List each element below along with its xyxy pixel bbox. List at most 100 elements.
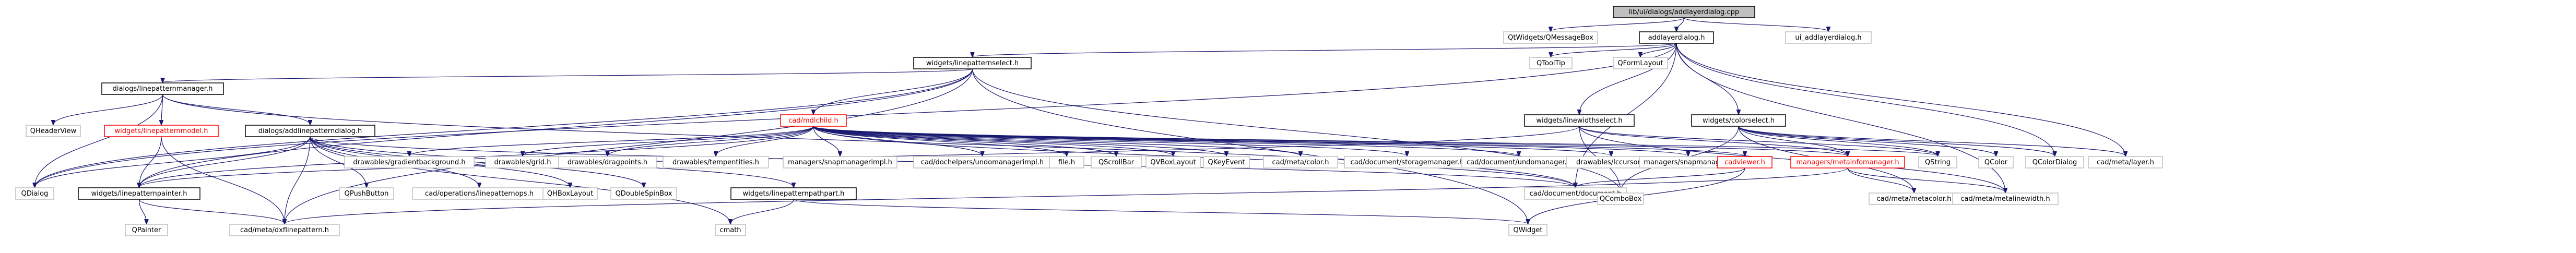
- node-qpushbutton[interactable]: QPushButton: [339, 187, 394, 200]
- node-snapimpl-h[interactable]: managers/snapmanagerimpl.h: [783, 156, 897, 168]
- edge-line: [813, 126, 1519, 156]
- node-label: QHeaderView: [30, 127, 77, 135]
- node-box: [15, 187, 54, 200]
- edge-line: [310, 136, 730, 224]
- node-storagemgr-h[interactable]: cad/document/storagemanager.h: [1344, 156, 1470, 168]
- node-metalayer-h[interactable]: cad/meta/layer.h: [2088, 156, 2163, 168]
- edge-line: [973, 43, 1677, 57]
- node-qformlayout[interactable]: QFormLayout: [1613, 57, 1668, 69]
- edge-cadviewer-h-to-document-h: [1576, 167, 1745, 187]
- node-qscrollbar[interactable]: QScrollBar: [1091, 156, 1142, 168]
- edge-line: [139, 68, 973, 187]
- node-label: QHBoxLayout: [547, 190, 593, 198]
- node-box: [344, 156, 475, 168]
- node-adddialog-h[interactable]: dialogs/addlinepatterndialog.h: [245, 125, 375, 137]
- edge-adddialog-h-to-cmath: [310, 136, 730, 224]
- node-qwidget[interactable]: QWidget: [1508, 224, 1547, 236]
- node-mdichild-h[interactable]: cad/mdichild.h: [780, 114, 847, 127]
- node-dragpoints-h[interactable]: drawables/dragpoints.h: [558, 156, 657, 168]
- node-undohelper-h[interactable]: cad/dochelpers/undomanagerimpl.h: [913, 156, 1051, 168]
- edge-line: [793, 199, 1528, 224]
- edge-lpmodel-h-to-lppainter-h: [139, 136, 162, 187]
- node-lpmodel-h[interactable]: widgets/linepatternmodel.h: [104, 125, 219, 137]
- node-box: [715, 224, 746, 236]
- node-addlayerdialog-h[interactable]: addlayerdialog.h: [1639, 31, 1714, 44]
- node-box: [1091, 156, 1142, 168]
- node-cadviewer-h[interactable]: cadviewer.h: [1717, 156, 1773, 168]
- node-box: [104, 125, 219, 137]
- node-box: [1952, 192, 2059, 205]
- node-qpainter[interactable]: QPainter: [125, 224, 168, 236]
- node-box: [1529, 57, 1573, 69]
- node-metalw-h[interactable]: cad/meta/metalinewidth.h: [1952, 192, 2059, 205]
- node-qcombobox[interactable]: QComboBox: [1597, 192, 1644, 205]
- node-gradbg-h[interactable]: drawables/gradientbackground.h: [344, 156, 475, 168]
- node-qcolor[interactable]: QColor: [1978, 156, 2014, 168]
- node-lwt-h[interactable]: widgets/linewidthselect.h: [1524, 114, 1635, 127]
- node-metacolor-h2[interactable]: cad/meta/metacolor.h: [1869, 192, 1959, 205]
- edge-metainfomgr-h-to-metalw-h: [1847, 167, 2005, 192]
- node-label: widgets/linepatternpainter.h: [91, 190, 187, 198]
- edge-mdichild-h-to-undomgr-h: [813, 126, 1519, 156]
- node-qkeyevent[interactable]: QKeyEvent: [1203, 156, 1250, 168]
- node-lppathpart-h[interactable]: widgets/linepatternpathpart.h: [730, 187, 857, 200]
- node-label: dialogs/linepatternmanager.h: [113, 85, 213, 93]
- edge-addlayerdialog-h-to-qtooltip: [1551, 43, 1677, 57]
- edge-line: [1640, 43, 1677, 57]
- edge-colorsel-h-to-qcolordialog: [1738, 126, 2055, 156]
- edge-lps-h-to-qwidget: [972, 68, 1528, 224]
- node-qhboxlayout[interactable]: QHBoxLayout: [542, 187, 598, 200]
- node-cmath[interactable]: cmath: [715, 224, 746, 236]
- node-undomgr-h[interactable]: cad/document/undomanager.h: [1461, 156, 1576, 168]
- node-label: QString: [1925, 159, 1951, 166]
- node-file-h[interactable]: file.h: [1049, 156, 1084, 168]
- edge-line: [285, 68, 973, 224]
- node-label: QVBoxLayout: [1150, 159, 1196, 166]
- edge-lps-h-to-lmanager-h: [163, 68, 973, 82]
- edge-lmanager-h-to-qheaderview: [53, 94, 163, 125]
- node-lpops-h[interactable]: cad/operations/linepatternops.h: [412, 187, 547, 200]
- edge-line: [608, 126, 814, 156]
- node-metacolor-h1[interactable]: cad/meta/color.h: [1263, 156, 1338, 168]
- edge-mdichild-h-to-gradbg-h: [409, 126, 814, 156]
- node-root[interactable]: lib/ui/dialogs/addlayerdialog.cpp: [1613, 6, 1755, 18]
- node-qstring[interactable]: QString: [1918, 156, 1957, 168]
- edge-line: [1738, 126, 2125, 156]
- node-box: [1639, 31, 1714, 44]
- node-box: [1145, 156, 1201, 168]
- edge-mdichild-h-to-tempents-h: [716, 126, 814, 156]
- node-label: widgets/colorselect.h: [1703, 117, 1775, 125]
- edge-line: [35, 94, 163, 187]
- edge-mdichild-h-to-qstring: [813, 126, 1938, 156]
- node-qvboxlayout[interactable]: QVBoxLayout: [1145, 156, 1201, 168]
- node-box: [245, 125, 375, 137]
- node-tempents-h[interactable]: drawables/tempentities.h: [663, 156, 769, 168]
- node-lppainter-h[interactable]: widgets/linepatternpainter.h: [78, 187, 200, 200]
- node-ui-addlayerdialog-h[interactable]: ui_addlayerdialog.h: [1785, 31, 1872, 44]
- node-qcolordialog[interactable]: QColorDialog: [2025, 156, 2084, 168]
- edge-line: [1579, 126, 1938, 156]
- node-label: cad/meta/metalinewidth.h: [1960, 195, 2050, 203]
- node-label: addlayerdialog.h: [1648, 34, 1705, 42]
- edge-addlayerdialog-h-to-qdialog: [35, 43, 1677, 187]
- node-qdialog[interactable]: QDialog: [15, 187, 54, 200]
- node-qtooltip[interactable]: QToolTip: [1529, 57, 1573, 69]
- edge-colorsel-h-to-qcolor: [1738, 126, 1996, 156]
- edge-addlayerdialog-h-to-lwt-h: [1579, 43, 1677, 114]
- node-box: [730, 187, 857, 200]
- node-qdoublespin[interactable]: QDoubleSpinBox: [610, 187, 677, 200]
- node-colorsel-h[interactable]: widgets/colorselect.h: [1691, 114, 1786, 127]
- node-lmanager-h[interactable]: dialogs/linepatternmanager.h: [101, 82, 224, 95]
- node-metainfomgr-h[interactable]: managers/metainfomanager.h: [1790, 156, 1905, 168]
- node-qmsgbox[interactable]: QtWidgets/QMessageBox: [1503, 31, 1598, 44]
- node-snapmgr-h[interactable]: managers/snapmanager.h: [1639, 156, 1738, 168]
- node-dxflp-h[interactable]: cad/meta/dxflinepattern.h: [229, 224, 340, 236]
- edge-line: [972, 68, 1621, 192]
- edge-line: [1738, 126, 1938, 156]
- node-box: [229, 224, 340, 236]
- node-lps-h[interactable]: widgets/linepatternselect.h: [913, 57, 1032, 69]
- node-lccursor-h[interactable]: drawables/lccursor.h: [1566, 156, 1657, 168]
- node-qheaderview[interactable]: QHeaderView: [26, 125, 81, 137]
- node-label: QDoubleSpinBox: [616, 190, 672, 198]
- node-grid-h[interactable]: drawables/grid.h: [485, 156, 560, 168]
